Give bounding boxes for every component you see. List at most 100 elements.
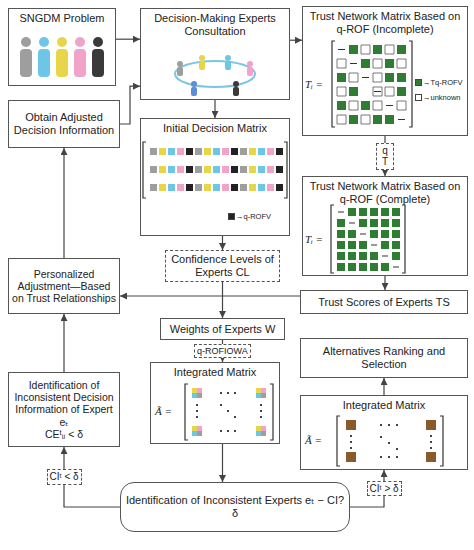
aggregate-cells [346,420,436,462]
node-title: Obtain Adjusted Decision Information [12,111,116,136]
problem-box: SNGDM Problem [8,8,116,86]
edge-label: CIᵗ > δ [367,481,402,497]
person-body [92,49,104,77]
process-box: Trust Scores of Experts TS [300,290,468,314]
complete-trust-matrix [331,205,405,273]
flow-arrow [222,282,223,318]
node-title: Personalized Adjustment—Based on Trust R… [12,268,116,304]
node-title: Trust Scores of Experts TS [318,296,449,309]
person-body [74,49,86,77]
node-title: Trust Network Matrix Based on q-ROF (Com… [306,180,464,205]
incomplete-trust-matrix [332,41,412,127]
diagonal-dashes [338,212,399,267]
legend-swatch [415,79,422,86]
matrix-symbol: Tᵢ = [305,78,323,90]
person-body [177,67,183,76]
edge-label: CIᵗ < δ [47,469,82,485]
unknown-cells [337,45,406,124]
matrix-box: Integrated Matrix [300,395,468,470]
process-box: Obtain Adjusted Decision Information [8,100,120,148]
node-title: Initial Decision Matrix [163,122,267,135]
legend-item: →Tq-ROFV [415,78,463,87]
process-box: Weights of Experts W [160,318,285,340]
node-title: Integrated Matrix [174,366,257,379]
legend-swatch [415,94,422,101]
flow-arrow [383,378,384,395]
aggregate-cells [192,388,261,431]
matrix-symbol: Ã = [305,434,322,446]
matrix-box: Trust Network Matrix Based on q-ROF (Com… [302,176,468,276]
node-title: Confidence Levels of Experts CL [169,253,276,278]
matrix-box: Integrated Matrix [150,362,280,444]
edge-label: q-ROFIOWA [194,344,251,358]
node-title: Alternatives Ranking and Selection [304,345,464,370]
node-note: CEᵗᵢⱼ < δ [45,428,83,440]
node-title: Trust Network Matrix Based on q-ROF (Inc… [306,10,464,35]
aggregate-cells [192,393,261,436]
ellipsis-dots [350,424,432,458]
initial-decision-matrix [143,142,287,198]
node-title: Integrated Matrix [343,399,426,412]
node-title: Identification of Inconsistent Decision … [12,379,116,427]
matrix-bracket [332,41,412,127]
expert-figures [20,37,104,77]
flow-arrow [384,276,385,290]
legend-text: →Tq-ROFV [423,78,463,87]
person-head [93,37,103,47]
rating-cells [177,148,274,191]
person-body [20,49,32,77]
person-head [199,55,205,61]
legend-item: →q-ROFV [228,212,271,221]
node-title: Identification of Inconsistent Experts e… [124,494,346,519]
node-title: Decision-Making Experts Consultation [144,12,286,37]
consultation-circle [175,55,255,96]
known-cells [337,45,406,124]
node-title: SNGDM Problem [20,12,105,25]
person-body [233,87,239,96]
node-title: Weights of Experts W [170,323,276,336]
person-body [199,61,205,70]
process-box: Confidence Levels of Experts CL [165,250,280,282]
aggregate-cells [197,388,266,431]
matrix-bracket [337,416,443,466]
person-head [21,37,31,47]
person-body [56,49,68,77]
flow-arrow [116,39,140,40]
person-body [191,87,197,96]
person-head [57,37,67,47]
diagonal-dashes [338,50,405,120]
person-head [233,81,239,87]
flow-arrow [222,444,223,482]
rating-cells [186,148,283,191]
person-body [225,61,231,70]
matrix-bracket [331,205,405,273]
flow-arrow [120,86,140,124]
rating-cells [168,148,265,191]
legend-text: →unknown [423,93,461,102]
person-head [191,81,197,87]
legend-item: →unknown [415,93,461,102]
process-box: Personalized Adjustment—Based on Trust R… [8,258,120,314]
aggregate-cells [197,393,266,436]
flow-arrow [63,314,64,372]
known-cells [337,208,400,271]
rating-cells [150,148,247,191]
integrated-matrix-left [185,384,273,440]
flow-arrow [222,236,223,250]
legend-text: →q-ROFV [236,212,271,221]
integrated-matrix-right [337,416,443,466]
ellipsis-dots [196,392,262,432]
person-body [38,49,50,77]
edge-label: q T [376,143,394,170]
matrix-symbol: Tᵢ = [305,233,323,245]
person-head [247,61,253,67]
person-head [75,37,85,47]
person-head [177,61,183,67]
process-box: Decision-Making Experts Consultation [140,8,290,100]
flow-arrow [214,100,215,118]
flow-arrow [290,40,302,41]
process-box: Alternatives Ranking and Selection [300,338,468,378]
person-head [225,55,231,61]
decision-box: Identification of Inconsistent Experts e… [120,482,350,532]
